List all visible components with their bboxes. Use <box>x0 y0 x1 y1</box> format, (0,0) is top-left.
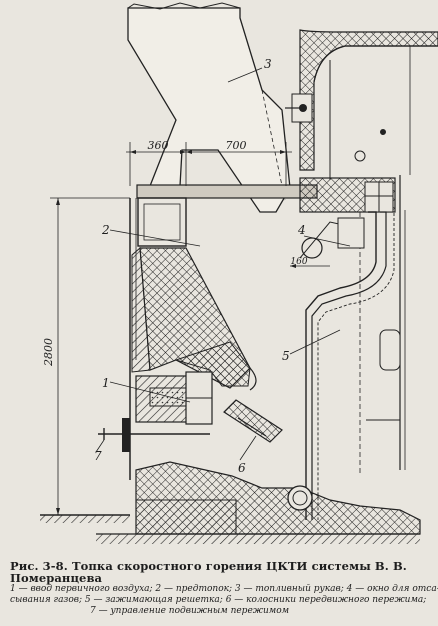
furnace-diagram: 360 700 2800 160 1 2 3 4 5 6 <box>40 2 438 544</box>
dimension-2800: 2800 <box>42 197 130 515</box>
callout-5: 5 <box>282 329 341 363</box>
svg-text:4: 4 <box>297 223 306 237</box>
callout-3: 3 <box>227 57 272 83</box>
figure-caption: Рис. 3-8. Топка скоростного горения ЦКТИ… <box>10 559 438 617</box>
dim-700: 700 <box>226 139 247 152</box>
svg-text:2: 2 <box>101 223 110 237</box>
right-tube-wall <box>366 175 406 470</box>
fuel-chute <box>127 2 291 213</box>
callout-6: 6 <box>238 435 257 475</box>
dimension-360-700: 360 700 <box>126 139 292 186</box>
refractory-lining <box>131 246 257 391</box>
pre-furnace-frame <box>137 197 187 247</box>
callout-1: 1 <box>102 376 191 403</box>
clamping-grate <box>305 211 395 520</box>
svg-text:5: 5 <box>282 349 290 363</box>
grate-bars <box>223 399 283 443</box>
caption-legend-line-1: 1 — ввод первичного воздуха; 2 — предтоп… <box>10 584 438 594</box>
caption-legend-line-2: сывания газов; 5 — зажимающая решетка; 6… <box>10 595 427 605</box>
top-lintel <box>136 177 396 213</box>
caption-title: Рис. 3-8. Топка скоростного горения ЦКТИ… <box>10 559 407 585</box>
callout-2: 2 <box>101 223 201 247</box>
ground <box>40 514 420 544</box>
svg-text:6: 6 <box>238 461 246 475</box>
hearth-floor <box>135 461 421 535</box>
callout-4: 4 <box>297 223 351 247</box>
caption-legend-line-3: 7 — управление подвижным пережимом <box>90 606 290 616</box>
gas-suction-window <box>299 217 365 259</box>
callout-7: 7 <box>94 439 105 463</box>
svg-text:3: 3 <box>264 57 272 71</box>
dim-160: 160 <box>290 257 307 267</box>
svg-text:1: 1 <box>102 376 110 390</box>
svg-text:7: 7 <box>94 449 102 463</box>
dimension-160: 160 <box>290 257 330 268</box>
dim-2800: 2800 <box>42 338 55 367</box>
boiler-drum <box>285 29 438 180</box>
drum-fitting <box>285 93 313 123</box>
dim-360: 360 <box>148 139 169 152</box>
movable-constriction-control <box>98 418 210 452</box>
